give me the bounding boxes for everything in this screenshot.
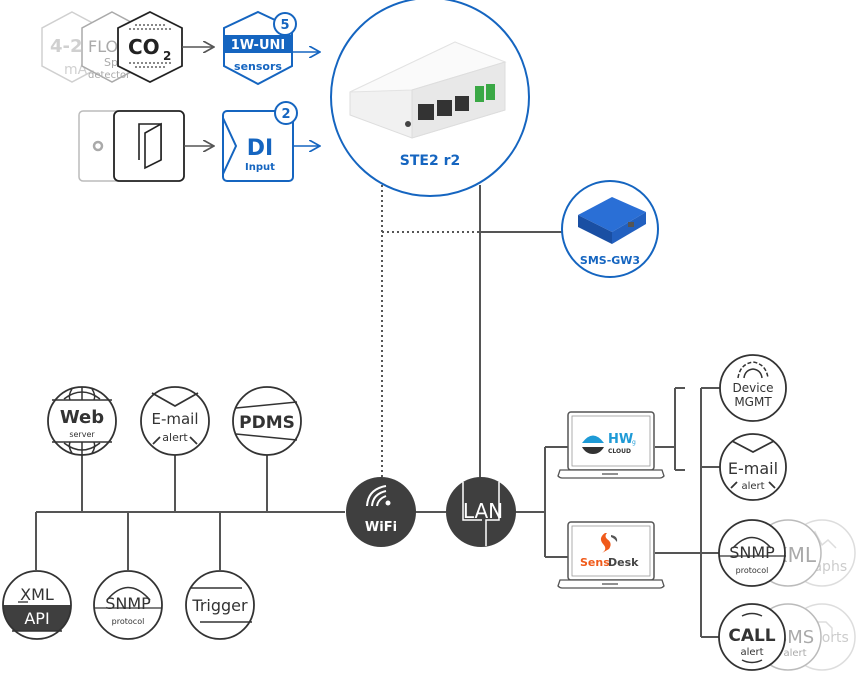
svg-text:WiFi: WiFi bbox=[365, 520, 397, 535]
svg-text:PDMS: PDMS bbox=[239, 413, 295, 433]
di-subtitle: Input bbox=[245, 162, 275, 173]
svg-text:Sens: Sens bbox=[580, 556, 610, 569]
service-call-alert[interactable]: CALL alert bbox=[718, 603, 786, 671]
svg-text:g: g bbox=[632, 439, 636, 446]
svg-text:XML: XML bbox=[20, 585, 54, 604]
di-count-badge bbox=[274, 101, 298, 125]
onewire-title: 1W-UNI bbox=[231, 38, 285, 53]
onewire-sensors-node: 1W-UNI sensors 5 bbox=[223, 10, 297, 86]
svg-text:SNMP: SNMP bbox=[729, 543, 775, 562]
service-email-alert-right[interactable]: E-mail alert bbox=[719, 433, 787, 501]
svg-text:Trigger: Trigger bbox=[191, 596, 248, 615]
svg-text:LAN: LAN bbox=[463, 499, 503, 523]
sensdesk-logo: Sens Desk bbox=[580, 533, 639, 569]
door-sensor-icon bbox=[113, 110, 185, 182]
hwg-cloud-logo: HW g CLOUD bbox=[582, 432, 636, 455]
svg-text:5: 5 bbox=[280, 18, 289, 33]
service-trigger[interactable]: Trigger bbox=[185, 570, 255, 640]
co2-subscript: 2 bbox=[163, 49, 171, 63]
connection-lines bbox=[35, 185, 720, 638]
svg-text:2: 2 bbox=[281, 107, 290, 122]
wifi-icon bbox=[366, 485, 391, 507]
lan-hub[interactable]: LAN bbox=[446, 477, 516, 547]
service-pdms[interactable]: PDMS bbox=[232, 386, 302, 456]
service-snmp-protocol[interactable]: SNMP protocol bbox=[93, 570, 163, 640]
ste2-device-image bbox=[349, 41, 507, 139]
svg-text:protocol: protocol bbox=[736, 566, 769, 575]
digital-input-node: DI Input 2 bbox=[222, 101, 298, 182]
ste2-device-node[interactable]: STE2 r2 bbox=[330, 0, 530, 197]
svg-text:CALL: CALL bbox=[728, 626, 775, 646]
svg-text:protocol: protocol bbox=[112, 617, 145, 626]
svg-text:E-mail: E-mail bbox=[151, 410, 198, 428]
onewire-subtitle: sensors bbox=[234, 60, 282, 73]
wifi-hub[interactable]: WiFi bbox=[346, 477, 416, 547]
sms-gateway-label: SMS-GW3 bbox=[580, 254, 640, 267]
svg-text:Web: Web bbox=[60, 407, 104, 428]
svg-text:alert: alert bbox=[740, 647, 763, 658]
svg-text:HW: HW bbox=[608, 432, 633, 447]
svg-text:E-mail: E-mail bbox=[728, 459, 778, 478]
co2-label: CO bbox=[128, 35, 160, 59]
sensdesk-laptop[interactable]: Sens Desk bbox=[557, 521, 665, 589]
service-email-alert[interactable]: E-mail alert bbox=[140, 386, 210, 456]
service-snmp-right[interactable]: SNMP protocol bbox=[718, 519, 786, 587]
svg-text:CLOUD: CLOUD bbox=[608, 448, 631, 455]
svg-text:alert: alert bbox=[162, 431, 188, 444]
service-device-mgmt[interactable]: Device MGMT bbox=[719, 354, 787, 422]
svg-text:server: server bbox=[69, 430, 95, 439]
svg-text:MGMT: MGMT bbox=[734, 395, 772, 409]
sms-gateway-image bbox=[578, 197, 646, 244]
service-xml-api[interactable]: XML API bbox=[0, 570, 80, 640]
sms-gateway-node[interactable]: SMS-GW3 bbox=[561, 180, 659, 278]
onewire-count-badge bbox=[273, 12, 297, 36]
co2-sensor-icon: CO 2 bbox=[117, 10, 183, 84]
svg-text:alert: alert bbox=[783, 648, 806, 659]
svg-text:SNMP: SNMP bbox=[105, 594, 151, 613]
svg-text:Device: Device bbox=[732, 381, 773, 395]
svg-text:API: API bbox=[24, 609, 49, 628]
hwg-cloud-laptop[interactable]: HW g CLOUD bbox=[557, 411, 665, 479]
ste2-label: STE2 r2 bbox=[400, 153, 460, 169]
svg-text:detector: detector bbox=[88, 70, 131, 81]
di-title: DI bbox=[247, 136, 273, 161]
svg-text:alert: alert bbox=[741, 481, 764, 492]
svg-text:Desk: Desk bbox=[608, 556, 639, 569]
service-web-server[interactable]: Web server bbox=[47, 386, 117, 456]
